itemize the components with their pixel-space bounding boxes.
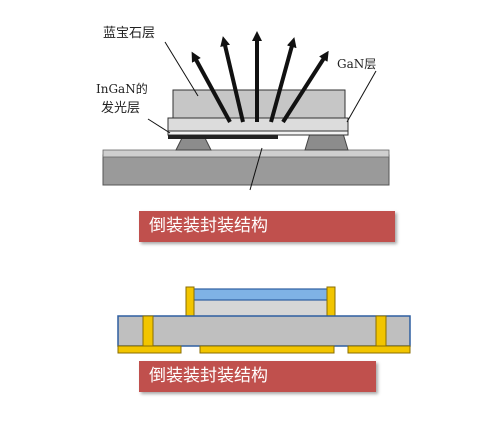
label-sapphire: 蓝宝石层 bbox=[103, 26, 155, 41]
bottom-pad-right bbox=[347, 345, 411, 354]
ingan-layer bbox=[167, 130, 349, 136]
right-via bbox=[375, 315, 387, 347]
bottom-pad-left bbox=[117, 345, 182, 354]
chip-blue-layer bbox=[192, 288, 329, 301]
left-solder-bump bbox=[175, 137, 212, 151]
p-contact-layer bbox=[168, 135, 278, 139]
light-emission-arrows bbox=[191, 31, 329, 124]
left-via bbox=[142, 315, 154, 347]
label-gan: GaN层 bbox=[337, 57, 376, 71]
top-caption-banner: 倒装装封装结构 bbox=[139, 211, 395, 242]
arrow-2 bbox=[220, 36, 245, 123]
bottom-caption-text: 倒装装封装结构 bbox=[149, 366, 268, 386]
substrate-board bbox=[117, 315, 411, 347]
bottom-flip-chip-illustration bbox=[117, 286, 411, 354]
bottom-pointer-line bbox=[249, 147, 263, 191]
submount-base bbox=[102, 154, 390, 186]
arrow-4 bbox=[269, 37, 297, 123]
sapphire-leader bbox=[164, 41, 199, 97]
submount-top-layer bbox=[102, 149, 390, 158]
label-ingan-line1: InGaN的 bbox=[96, 81, 148, 96]
arrow-1 bbox=[191, 51, 232, 123]
gan-leader bbox=[346, 70, 377, 123]
top-caption-text: 倒装装封装结构 bbox=[149, 216, 268, 236]
arrow-5 bbox=[281, 50, 329, 124]
top-flip-chip-illustration: 蓝宝石层 GaN层 InGaN的 发光层 bbox=[96, 26, 390, 191]
bottom-pad-center bbox=[199, 345, 335, 354]
label-ingan-line2: 发光层 bbox=[101, 100, 140, 116]
chip-left-gold-wall bbox=[185, 286, 195, 319]
chip-right-gold-wall bbox=[326, 286, 336, 319]
ingan-leader bbox=[147, 118, 171, 134]
bottom-caption-banner: 倒装装封装结构 bbox=[139, 361, 376, 392]
